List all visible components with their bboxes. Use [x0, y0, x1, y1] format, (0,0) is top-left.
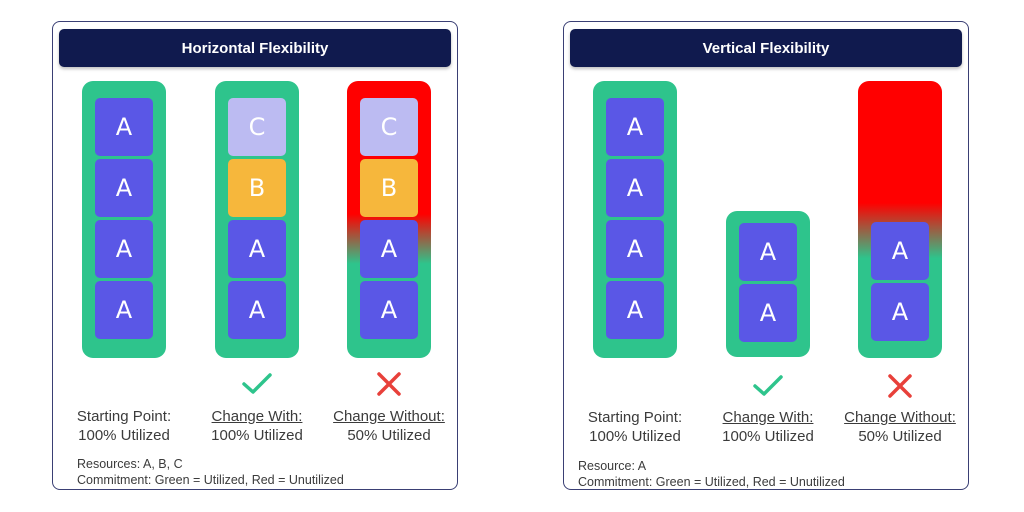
resource-tile: A — [228, 220, 286, 278]
resource-tile: B — [360, 159, 418, 217]
caption-value: 100% Utilized — [722, 428, 814, 445]
resource-tile: A — [95, 220, 153, 278]
cross-icon — [369, 369, 409, 399]
caption-value: 100% Utilized — [78, 427, 170, 444]
resource-tile: A — [95, 281, 153, 339]
check-icon — [237, 369, 277, 399]
caption-label: Change With: — [722, 409, 814, 426]
resource-tile: A — [360, 220, 418, 278]
column-change-without: C B A A — [347, 81, 431, 358]
resource-tile: A — [739, 223, 797, 281]
resource-tile: A — [871, 222, 929, 280]
panel-title: Horizontal Flexibility — [59, 29, 451, 67]
caption-label: Change Without: — [333, 408, 445, 425]
caption-label: Change Without: — [844, 409, 956, 426]
resource-tile: A — [95, 159, 153, 217]
resource-tile: A — [739, 284, 797, 342]
caption-label: Change With: — [211, 408, 303, 425]
caption-value: 50% Utilized — [858, 428, 942, 445]
caption-label: Starting Point: — [587, 409, 683, 426]
caption-change-with: Change With: 100% Utilized — [698, 408, 838, 446]
caption-value: 100% Utilized — [589, 428, 681, 445]
caption-change-without: Change Without: 50% Utilized — [319, 407, 459, 445]
caption-label: Starting Point: — [76, 408, 172, 425]
resources-note: Resource: A — [578, 459, 647, 473]
commitment-note: Commitment: Green = Utilized, Red = Unut… — [578, 475, 845, 489]
resource-tile: A — [360, 281, 418, 339]
panel-notes: Resources: A, B, C Commitment: Green = U… — [77, 456, 344, 488]
caption-starting-point: Starting Point: 100% Utilized — [54, 407, 194, 445]
resource-tile: B — [228, 159, 286, 217]
resource-tile: A — [228, 281, 286, 339]
caption-value: 100% Utilized — [211, 427, 303, 444]
check-icon — [748, 371, 788, 401]
resources-note: Resources: A, B, C — [77, 457, 183, 471]
resource-tile: A — [606, 159, 664, 217]
caption-value: 50% Utilized — [347, 427, 431, 444]
horizontal-flexibility-panel: Horizontal Flexibility A A A A C B A A C… — [52, 21, 458, 490]
vertical-flexibility-panel: Vertical Flexibility A A A A A A A A Sta… — [563, 21, 969, 490]
column-starting-point: A A A A — [82, 81, 166, 358]
caption-change-without: Change Without: 50% Utilized — [830, 408, 970, 446]
panel-notes: Resource: A Commitment: Green = Utilized… — [578, 458, 845, 490]
commitment-note: Commitment: Green = Utilized, Red = Unut… — [77, 473, 344, 487]
resource-tile: A — [606, 220, 664, 278]
column-starting-point: A A A A — [593, 81, 677, 358]
resource-tile: A — [606, 281, 664, 339]
resource-tile: A — [871, 283, 929, 341]
resource-tile: C — [228, 98, 286, 156]
resource-tile: A — [606, 98, 664, 156]
resource-tile: C — [360, 98, 418, 156]
caption-starting-point: Starting Point: 100% Utilized — [565, 408, 705, 446]
column-change-with: A A — [726, 211, 810, 357]
column-change-without: A A — [858, 81, 942, 358]
cross-icon — [880, 371, 920, 401]
column-change-with: C B A A — [215, 81, 299, 358]
caption-change-with: Change With: 100% Utilized — [187, 407, 327, 445]
panel-title: Vertical Flexibility — [570, 29, 962, 67]
resource-tile: A — [95, 98, 153, 156]
